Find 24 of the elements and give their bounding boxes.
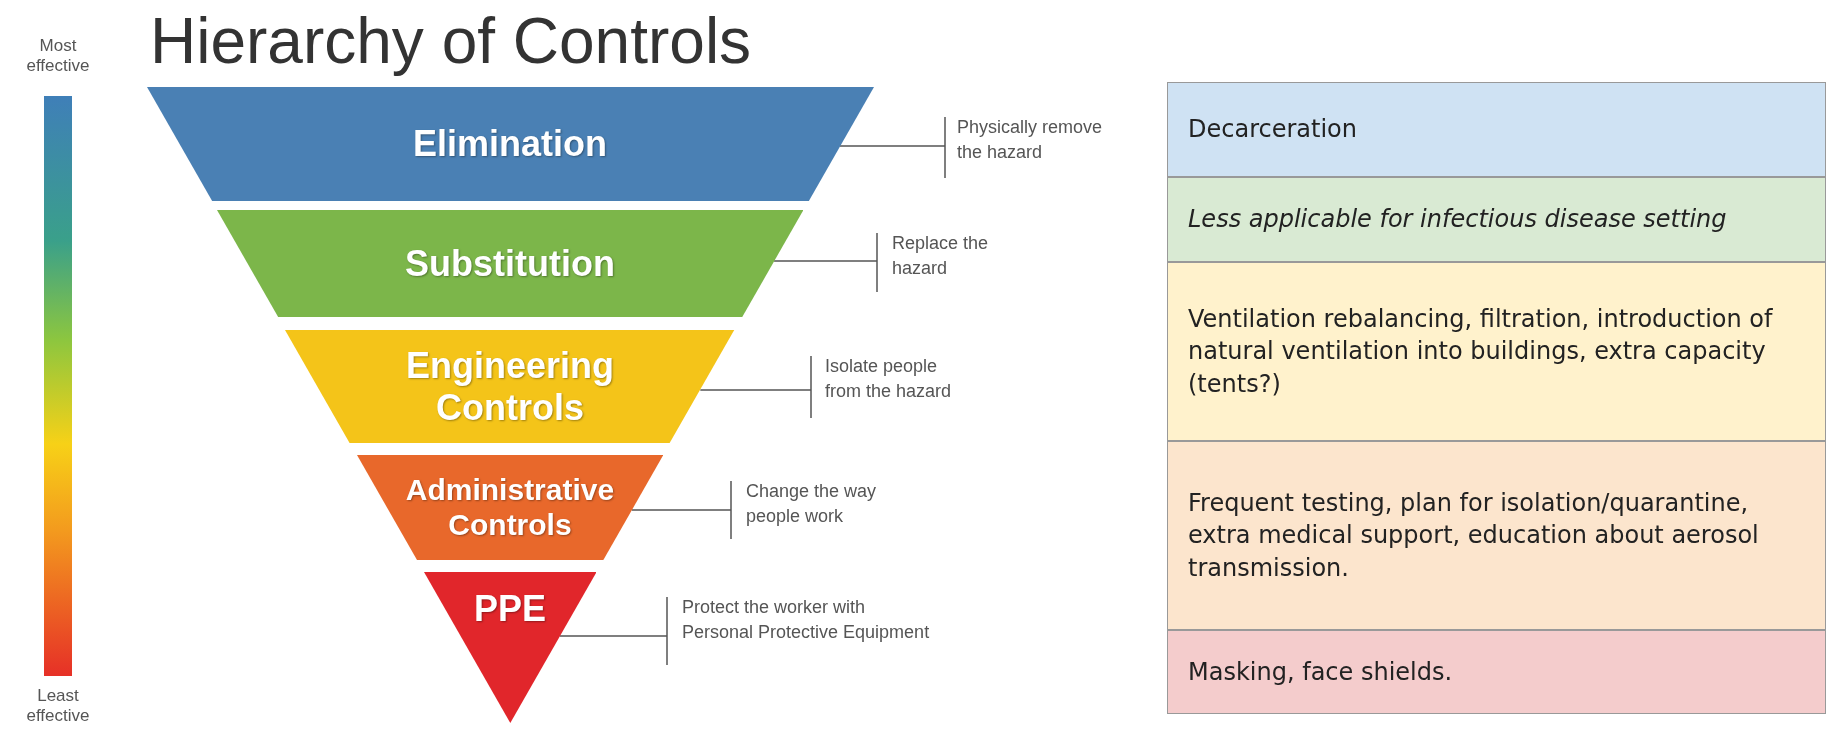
effectiveness-scale-bar [44,96,72,676]
leader-line [631,480,732,540]
description-text: Replace the hazard [892,231,992,282]
description-text: Isolate people from the hazard [825,354,975,405]
scale-label: Least effective [25,686,91,727]
leader-line [839,116,946,179]
leader-line [558,596,668,666]
leader-line [773,232,878,293]
band-label: Administrative Controls [405,473,615,542]
table-cell: Masking, face shields. [1167,630,1826,714]
description-text: Protect the worker with Personal Protective Equipment [682,595,937,646]
band-label: PPE [473,588,546,630]
leader-line [699,355,812,419]
description-text: Change the way people work [746,479,906,530]
scale-label: Most effective [25,36,91,77]
table-cell: Frequent testing, plan for isolation/quarantine, extra medical support, education about aerosol transmission. [1167,441,1826,630]
description-text: Physically remove the hazard [957,115,1132,166]
band-label: Elimination [412,123,607,165]
band-label: Engineering Controls [405,345,614,428]
band-label: Substitution [405,242,615,285]
table-cell: Ventilation rebalancing, filtration, introduction of natural ventilation into buildings, extra capacity (tents?) [1167,262,1826,441]
table-cell: Less applicable for infectious disease setting [1167,177,1826,262]
table-cell: Decarceration [1167,82,1826,177]
title: Hierarchy of Controls [150,6,752,77]
